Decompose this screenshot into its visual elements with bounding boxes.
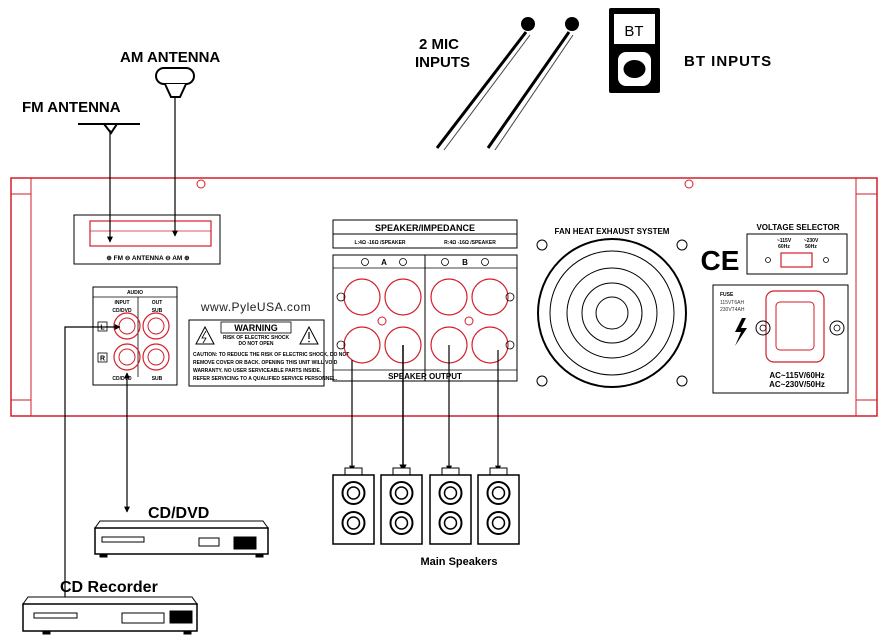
fuse-rating-1: 115VT6AH: [720, 300, 744, 306]
speaker-icon: [477, 467, 520, 545]
mic-label-line2: INPUTS: [415, 54, 470, 71]
bt-device-screen-text: BT: [624, 23, 643, 40]
mic-label-line1: 2 MIC: [419, 36, 459, 53]
ac-rating-1: AC~115V/60Hz: [769, 371, 824, 380]
audio-title: AUDIO: [127, 290, 143, 296]
zone-a-label: A: [381, 258, 387, 267]
impedance-left: L:4Ω -16Ω /SPEAKER: [354, 240, 405, 246]
ac-rating-2: AC~230V/50Hz: [769, 380, 825, 389]
warning-text-3: WARRANTY. NO USER SERVICEABLE PARTS INSI…: [193, 368, 322, 374]
speaker-icon: [429, 467, 472, 545]
warning-text-4: REFER SERVICING TO A QUALIFIED SERVICE P…: [193, 376, 338, 382]
fuse-rating-2: 230VT4AH: [720, 307, 745, 313]
audio-input-label: INPUT: [115, 300, 130, 306]
fan-icon: [536, 238, 688, 388]
warning-label: [188, 319, 325, 387]
impedance-right: R:4Ω -16Ω /SPEAKER: [444, 240, 496, 246]
website-text: www.PyleUSA.com: [200, 300, 311, 314]
cd-recorder-connection: [62, 324, 121, 623]
hz-60: 60Hz: [778, 244, 790, 250]
voltage-selector-title: VOLTAGE SELECTOR: [756, 223, 839, 232]
warning-text-2: REMOVE COVER OR BACK. OPENING THIS UNIT …: [193, 360, 338, 366]
warning-triangle-icon: [299, 325, 319, 345]
fuse-label: FUSE: [720, 292, 734, 298]
lightning-icon: [735, 318, 747, 346]
audio-left-marker: L: [100, 325, 105, 332]
warning-triangle-icon: [195, 325, 215, 345]
microphone-icon: [435, 17, 535, 151]
am-antenna-label: AM ANTENNA: [120, 49, 220, 66]
audio-out-label: OUT: [152, 300, 163, 306]
fan-title: FAN HEAT EXHAUST SYSTEM: [555, 227, 670, 236]
speaker-impedance-title: SPEAKER/IMPEDANCE: [375, 223, 475, 233]
audio-sub-top-label: SUB: [152, 308, 163, 314]
audio-cddvd-top-label: CD/DVD: [112, 308, 132, 314]
amplifier-rear-panel: [10, 177, 878, 417]
microphone-icon: [486, 17, 579, 151]
speaker-output-label: SPEAKER OUTPUT: [388, 372, 462, 381]
cd-player-icon: [94, 520, 269, 558]
main-speakers-group: [332, 467, 520, 545]
warning-text-1: CAUTION: TO REDUCE THE RISK OF ELECTRIC …: [193, 352, 349, 358]
hz-50: 50Hz: [805, 244, 817, 250]
voltage-selector-switch: [746, 233, 848, 275]
audio-cddvd-bottom-label: CD/DVD: [112, 376, 132, 382]
warning-sub1: RISK OF ELECTRIC SHOCK: [223, 335, 290, 341]
voltage-230: ~230V: [804, 238, 819, 244]
fm-antenna-icon: [78, 123, 140, 135]
bt-inputs-label: BT INPUTS: [684, 53, 772, 70]
speaker-icon: [332, 467, 375, 545]
voltage-115: ~115V: [777, 238, 792, 244]
bt-device-icon: [609, 8, 660, 93]
audio-io-block: [92, 286, 178, 386]
cd-player-icon: [22, 596, 198, 635]
main-speakers-label: Main Speakers: [420, 556, 497, 568]
antenna-terminal-labels: ⊕ FM ⊖ ANTENNA ⊖ AM ⊕: [106, 255, 190, 262]
audio-sub-bottom-label: SUB: [152, 376, 163, 382]
audio-right-marker: R: [100, 356, 105, 363]
ce-mark: CE: [701, 245, 740, 276]
speaker-output-block: [332, 219, 518, 382]
warning-sub2: DO NOT OPEN: [238, 341, 273, 347]
warning-title: WARNING: [234, 323, 278, 333]
cd-dvd-label: CD/DVD: [148, 505, 209, 522]
speaker-icon: [380, 467, 423, 545]
am-antenna-icon: [155, 67, 195, 98]
power-inlet-block: [712, 284, 849, 394]
fm-antenna-label: FM ANTENNA: [22, 99, 121, 116]
zone-b-label: B: [462, 258, 468, 267]
cd-recorder-label: CD Recorder: [60, 579, 158, 596]
